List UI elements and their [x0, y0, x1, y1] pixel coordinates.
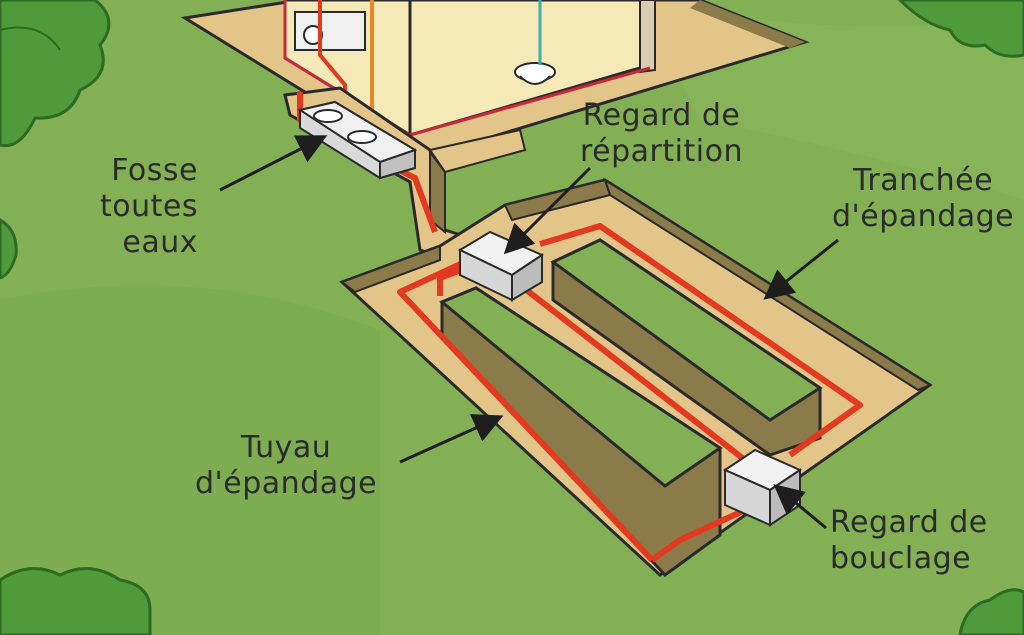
label-regard-de-repartition: Regard de répartition [580, 98, 743, 170]
label-tranchee-d-epandage: Tranchée d'épandage [832, 163, 1014, 235]
arrow-icon [219, 135, 328, 192]
label-line: d'épandage [195, 466, 378, 501]
house-icon [283, 0, 656, 137]
inspection-box-icon [457, 230, 545, 302]
grass-island [550, 238, 823, 457]
bush-icon [0, 0, 111, 148]
bush-icon [0, 567, 152, 635]
septic-tank-icon [297, 100, 418, 180]
label-line: Tuyau [240, 430, 332, 465]
label-line: eaux [122, 225, 198, 260]
arrow-icon [399, 414, 504, 464]
label-line: Regard de [830, 505, 988, 540]
label-line: répartition [580, 134, 743, 169]
bush-icon [897, 0, 1024, 58]
arrow-icon [503, 166, 592, 255]
label-tuyau-d-epandage: Tuyau d'épandage [195, 430, 377, 502]
arrow-icon [773, 484, 827, 530]
label-line: Tranchée [853, 163, 994, 198]
spreading-pipe [297, 92, 863, 563]
arrow-icon [763, 238, 839, 300]
label-fosse-toutes-eaux: Fosse toutes eaux [100, 153, 198, 261]
bush-icon [0, 218, 18, 280]
label-line: Regard de [582, 98, 741, 133]
label-regard-de-bouclage: Regard de bouclage [830, 505, 988, 577]
label-line: Fosse [111, 153, 198, 188]
label-line: d'épandage [832, 199, 1015, 234]
label-line: bouclage [830, 541, 972, 576]
label-line: toutes [100, 189, 198, 224]
bush-icon [958, 588, 1024, 635]
